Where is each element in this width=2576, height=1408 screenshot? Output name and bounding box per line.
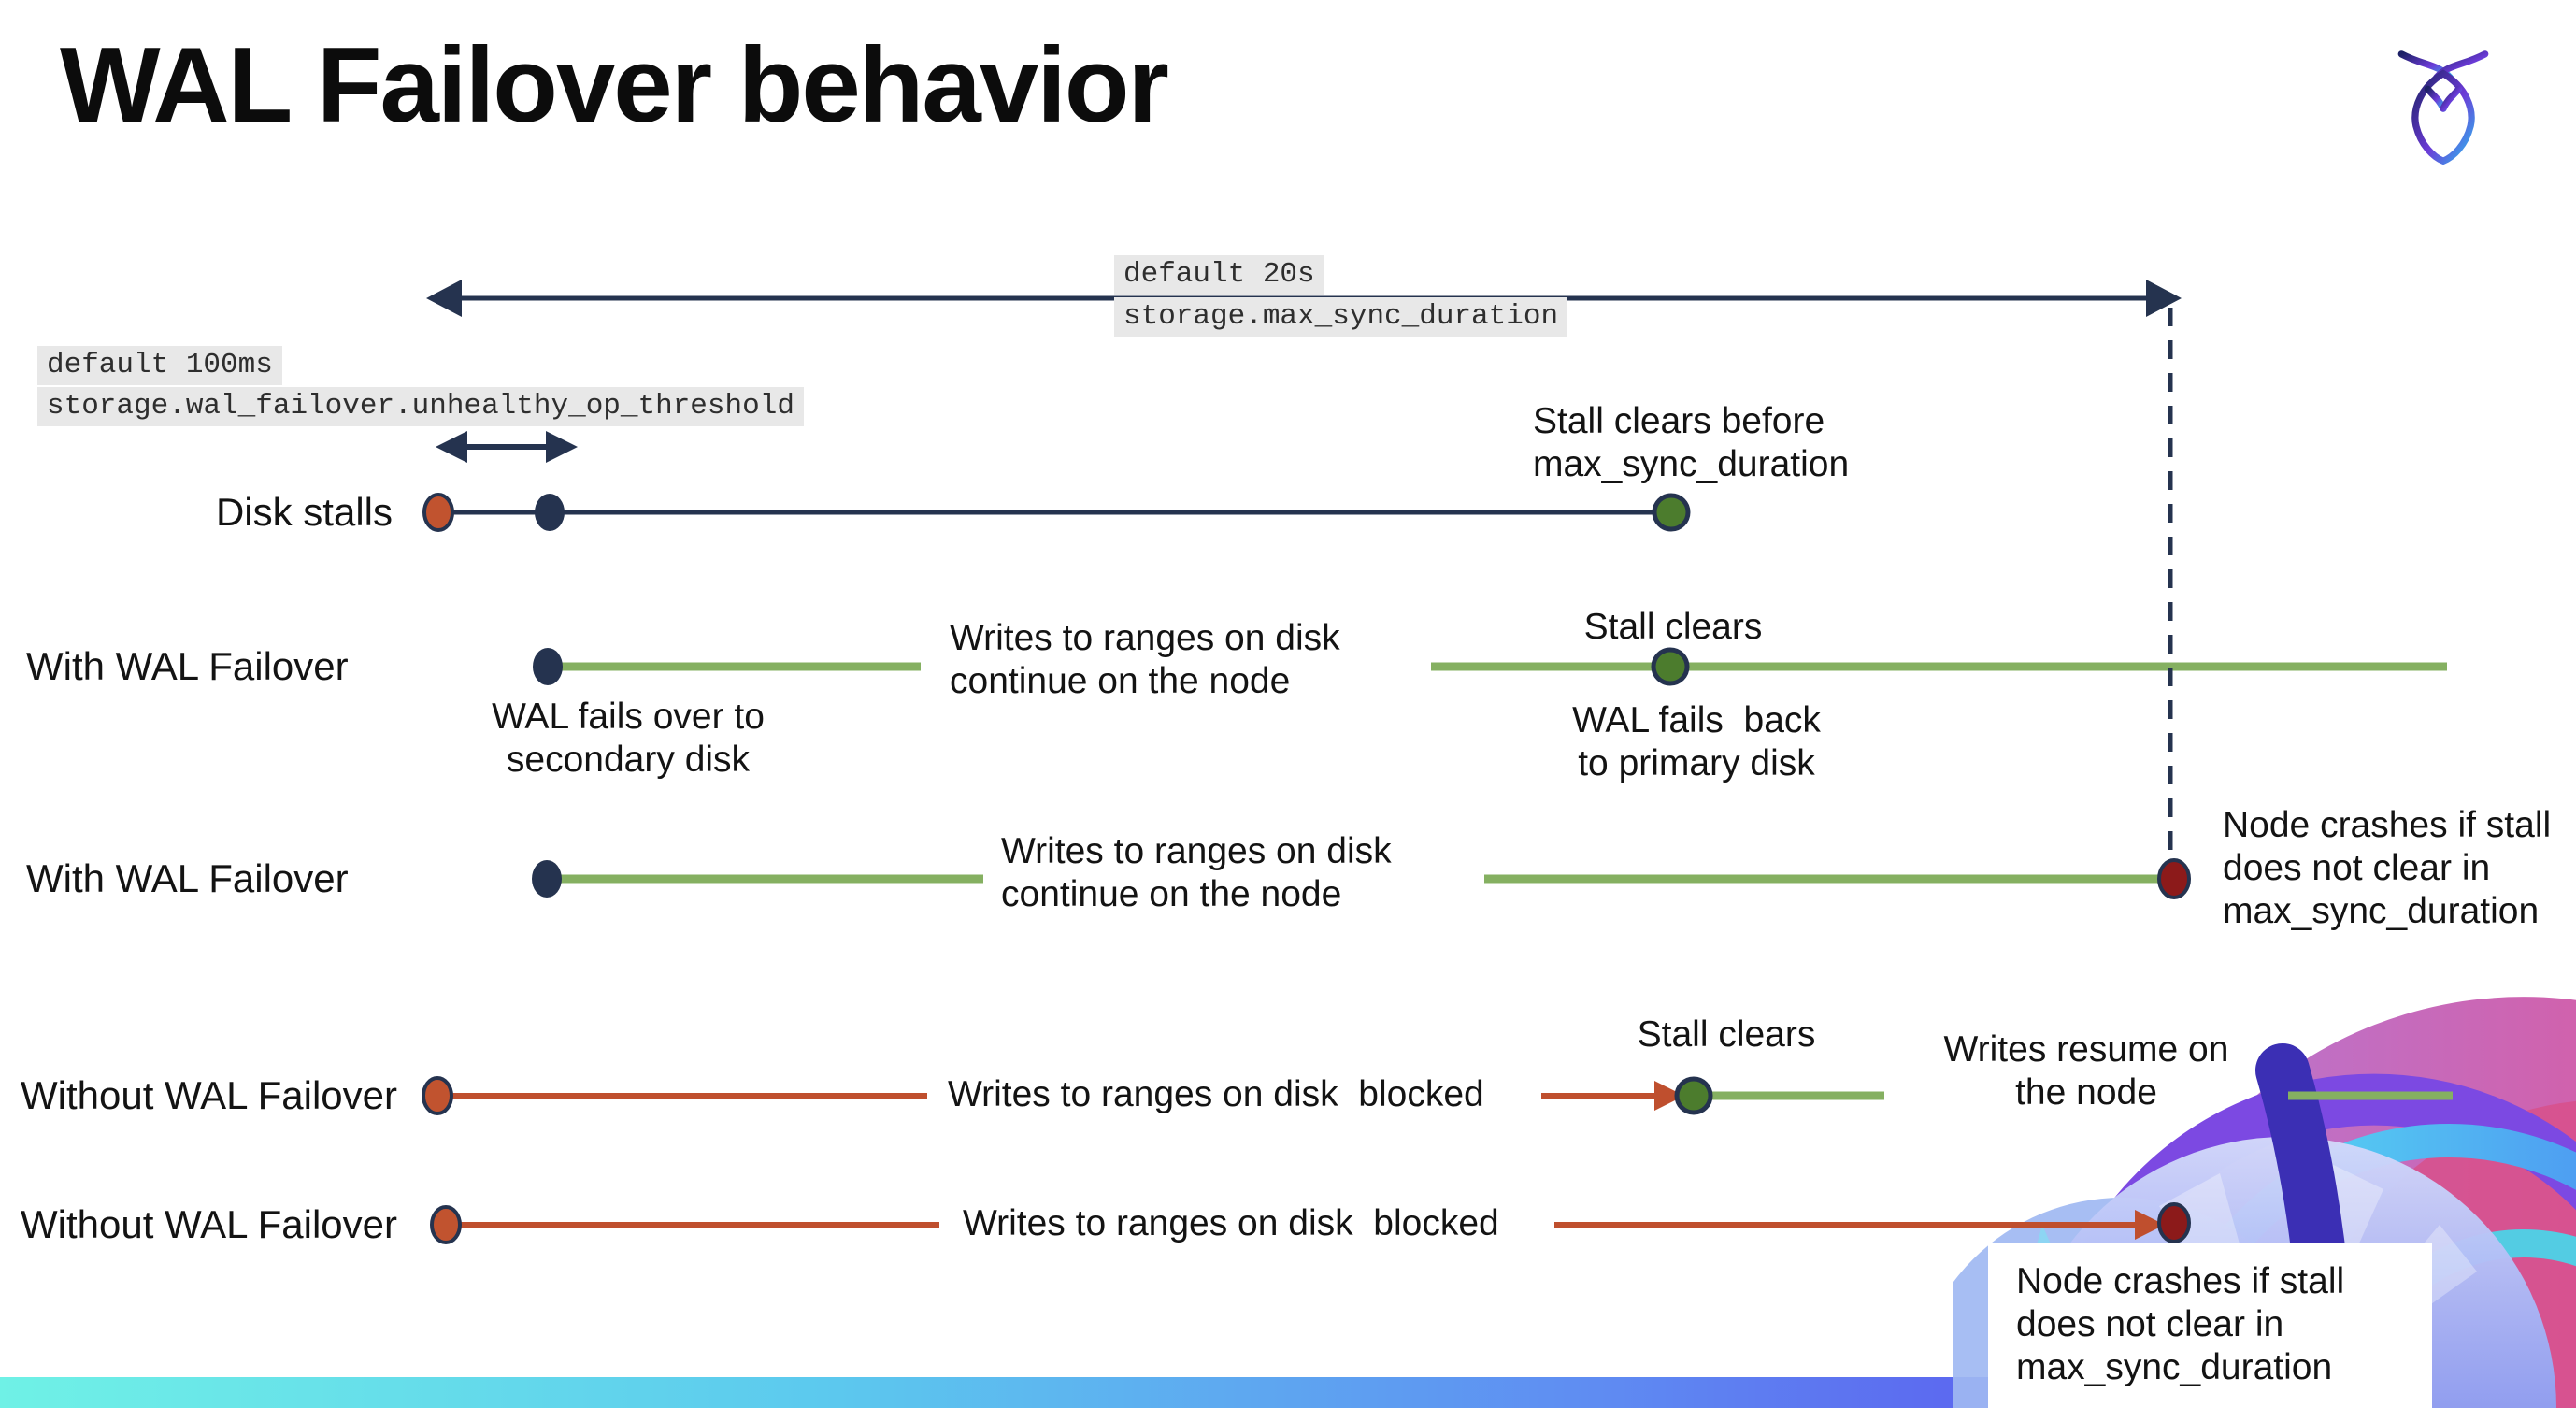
row1-stall-clears-text: Stall clears before max_sync_duration (1533, 401, 1850, 484)
row2-label: With WAL Failover (26, 644, 349, 688)
row2-stall-clears-text: Stall clears (1583, 607, 1763, 647)
row2-failover-dot (533, 648, 563, 685)
row3-failover-dot (532, 860, 562, 898)
arrowhead-right-icon (2146, 280, 2182, 317)
row4-arrowhead-icon (1654, 1081, 1684, 1111)
page-title: WAL Failover behavior (60, 26, 1169, 145)
max-sync-default-label: default 20s (1114, 255, 1324, 295)
row5-stall-start-dot (430, 1205, 462, 1244)
row4-stall-start-dot (422, 1076, 453, 1115)
row4-writes-text: Writes to ranges on disk blocked (948, 1074, 1484, 1114)
row1-stall-clears-dot (1652, 493, 1691, 532)
row2-writes-text: Writes to ranges on disk continue on the… (950, 618, 1340, 701)
row3-crash-text: Node crashes if stall does not clear in … (2223, 805, 2552, 931)
row3-label: With WAL Failover (26, 856, 349, 900)
row4-label: Without WAL Failover (21, 1073, 397, 1117)
row5-arrowhead-icon (2135, 1210, 2165, 1240)
row3-crash-dot (2157, 858, 2191, 899)
row5-writes-text: Writes to ranges on disk blocked (963, 1203, 1499, 1243)
row2-stall-clears-dot (1651, 647, 1690, 686)
row5-label: Without WAL Failover (21, 1202, 397, 1246)
threshold-default-label: default 100ms (37, 346, 282, 385)
row5-crash-dot (2157, 1202, 2191, 1243)
row4-resume-text: Writes resume on the node (1943, 1029, 2229, 1113)
row3-writes-text: Writes to ranges on disk continue on the… (1001, 831, 1392, 914)
arrowhead-left-icon (426, 280, 462, 317)
disk-stall-start-dot (422, 493, 454, 532)
row4-stall-clears-text: Stall clears (1637, 1014, 1816, 1055)
max-sync-setting-label: storage.max_sync_duration (1114, 297, 1568, 337)
threshold-setting-label: storage.wal_failover.unhealthy_op_thresh… (37, 387, 804, 426)
crash-callout-box: Node crashes if stall does not clear in … (1988, 1243, 2432, 1408)
cockroachdb-logo-icon (2397, 50, 2489, 165)
crash-callout-text: Node crashes if stall does not clear in … (2016, 1261, 2345, 1387)
row2-fails-back-text: WAL fails back to primary disk (1572, 700, 1821, 783)
row4-stall-clears-dot (1674, 1076, 1713, 1115)
row2-failover-text: WAL fails over to secondary disk (492, 697, 765, 780)
threshold-arrow (436, 431, 578, 463)
threshold-reached-dot (535, 494, 565, 531)
row1-label: Disk stalls (215, 490, 393, 534)
